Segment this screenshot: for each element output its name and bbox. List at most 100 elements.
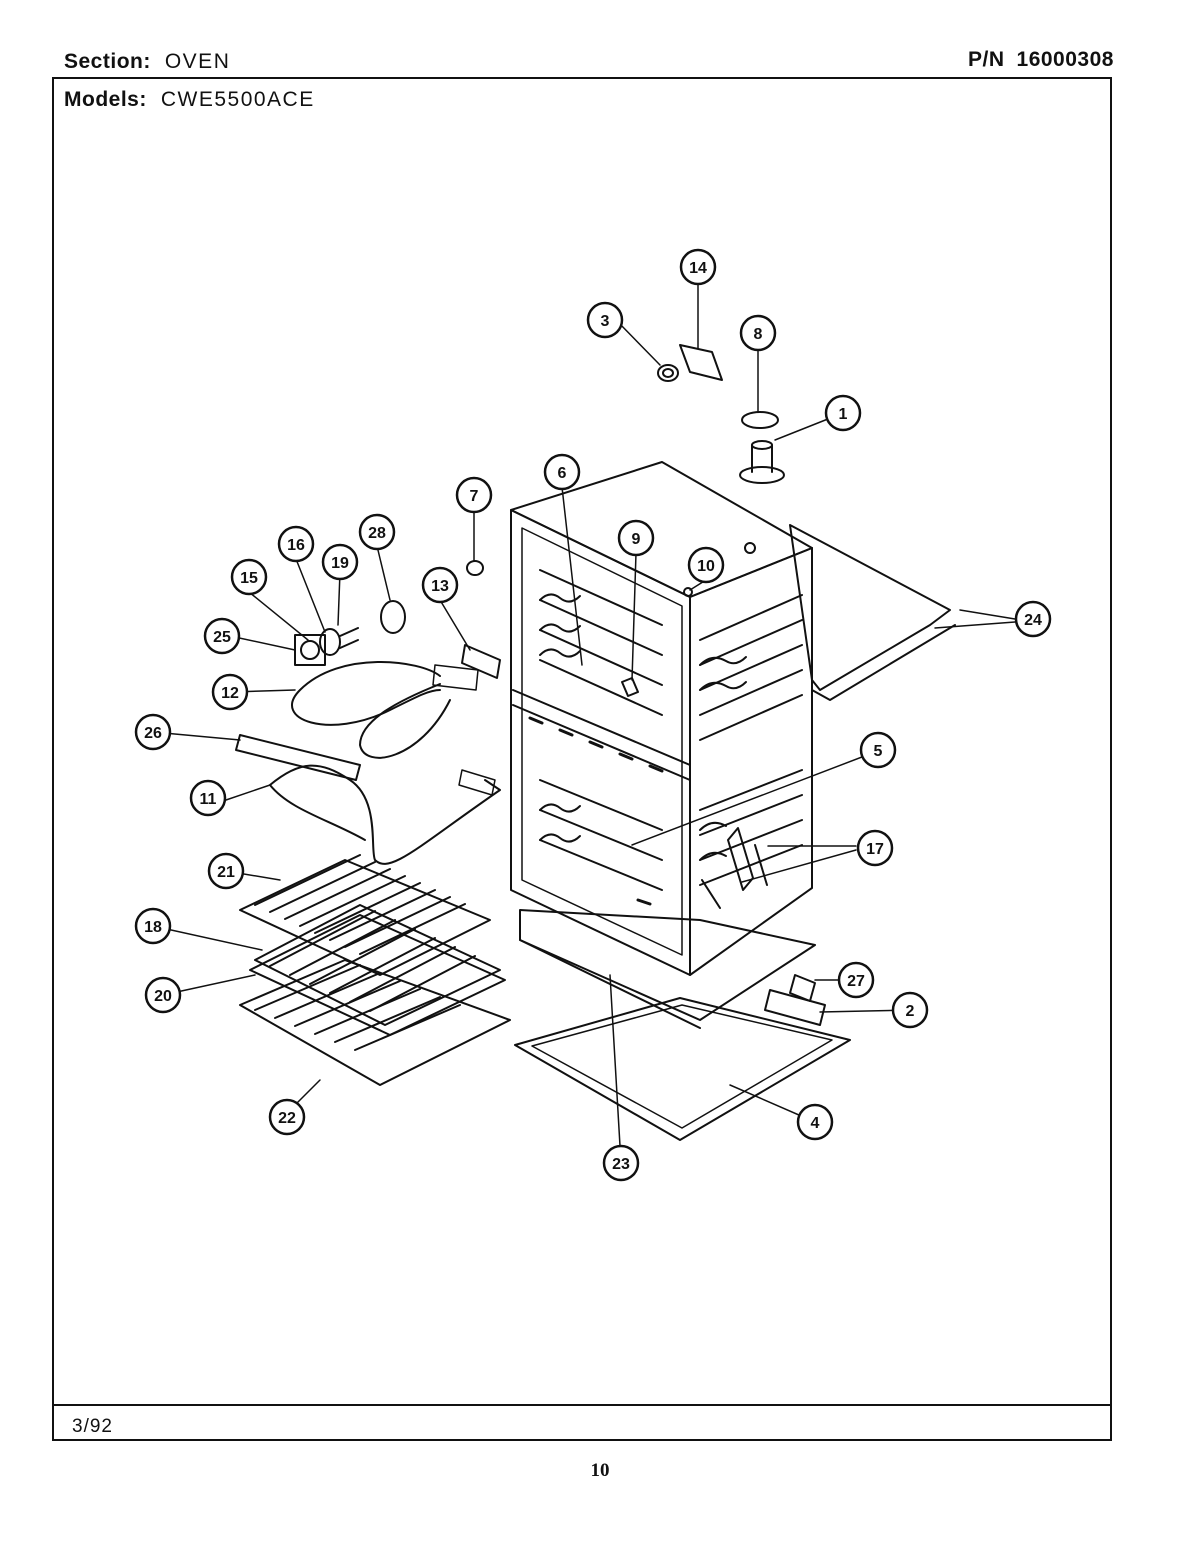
broiler-pan	[249, 914, 506, 1036]
pn-value: 16000308	[1016, 48, 1114, 71]
callout-circle	[268, 1098, 306, 1136]
leader-lines	[152, 283, 1016, 1164]
callout-circle	[824, 394, 862, 432]
callout-20: 20	[144, 976, 182, 1014]
callout-circle	[796, 1103, 834, 1141]
callout-16: 16	[277, 525, 315, 563]
convection-part	[701, 827, 768, 909]
callout-label: 10	[697, 558, 715, 575]
callout-circle	[134, 907, 172, 945]
callout-label: 19	[331, 555, 349, 572]
callout-24: 24	[1014, 600, 1052, 638]
callout-label: 20	[154, 988, 172, 1005]
latch-knob	[657, 364, 679, 382]
callout-circle	[543, 453, 581, 491]
callout-21: 21	[207, 852, 245, 890]
gasket-ring	[741, 411, 779, 429]
callout-5: 5	[859, 731, 897, 769]
lower-rack	[239, 959, 511, 1086]
callout-13: 13	[421, 566, 459, 604]
callout-label: 15	[240, 570, 258, 587]
callout-label: 5	[874, 743, 883, 760]
callout-circle	[739, 314, 777, 352]
callout-label: 25	[213, 629, 231, 646]
page-number: 10	[590, 1460, 610, 1481]
callout-17: 17	[856, 829, 894, 867]
callout-label: 7	[470, 488, 479, 505]
callout-circle	[1014, 600, 1052, 638]
retainer-clip	[789, 974, 816, 1002]
terminal-block	[461, 644, 501, 679]
bottom-panel	[519, 909, 816, 1029]
callout-label: 3	[601, 313, 610, 330]
callout-label: 14	[689, 260, 707, 277]
callout-circle	[211, 673, 249, 711]
callout-label: 16	[287, 537, 305, 554]
callout-circle	[277, 525, 315, 563]
callout-1: 1	[824, 394, 862, 432]
vent-tube	[739, 440, 785, 484]
callout-label: 6	[558, 465, 567, 482]
callout-22: 22	[268, 1098, 306, 1136]
section-value: OVEN	[164, 50, 231, 73]
callout-circle	[189, 779, 227, 817]
callout-18: 18	[134, 907, 172, 945]
callout-4: 4	[796, 1103, 834, 1141]
callout-circle	[358, 513, 396, 551]
callout-circle	[859, 731, 897, 769]
light-socket	[621, 677, 639, 697]
callout-19: 19	[321, 543, 359, 581]
callout-23: 23	[602, 1144, 640, 1182]
callout-label: 27	[847, 973, 865, 990]
callout-circle	[203, 617, 241, 655]
callout-26: 26	[134, 713, 172, 751]
callout-circle	[856, 829, 894, 867]
callout-15: 15	[230, 558, 268, 596]
callout-label: 4	[811, 1115, 820, 1132]
callout-7: 7	[455, 476, 493, 514]
callout-27: 27	[837, 961, 875, 999]
models-heading: Models: CWE5500ACE	[64, 88, 315, 112]
callout-25: 25	[203, 617, 241, 655]
callout-9: 9	[617, 519, 655, 557]
section-heading: Section:OVEN	[64, 50, 230, 74]
callout-2: 2	[891, 991, 929, 1029]
callout-group: 1234567891011121314151617181920212223242…	[134, 248, 1052, 1182]
hole-plug	[466, 560, 484, 576]
callout-circle	[602, 1144, 640, 1182]
frame-screw	[683, 587, 693, 597]
callout-10: 10	[687, 546, 725, 584]
callout-circle	[891, 991, 929, 1029]
callout-circle	[207, 852, 245, 890]
callout-circle	[421, 566, 459, 604]
broiler-grid	[254, 904, 501, 1026]
callout-circle	[679, 248, 717, 286]
callout-circle	[144, 976, 182, 1014]
callout-label: 26	[144, 725, 162, 742]
callout-label: 13	[431, 578, 449, 595]
oven-cavity-frame	[510, 461, 813, 976]
callout-label: 12	[221, 685, 239, 702]
callout-circle	[617, 519, 655, 557]
models-value: CWE5500ACE	[160, 88, 315, 111]
callout-circle	[230, 558, 268, 596]
sensor-assembly	[294, 627, 359, 666]
callout-label: 11	[200, 791, 217, 808]
callout-circle	[837, 961, 875, 999]
models-label: Models:	[64, 88, 147, 111]
callout-11: 11	[189, 779, 227, 817]
broil-element	[291, 661, 441, 726]
lock-bracket	[679, 344, 723, 381]
callout-3: 3	[586, 301, 624, 339]
callout-8: 8	[739, 314, 777, 352]
footer-divider	[52, 1404, 1112, 1406]
callout-label: 18	[144, 919, 162, 936]
sensor-gasket	[380, 600, 406, 634]
revision-date: 3/92	[72, 1416, 113, 1437]
oven-bottom	[514, 997, 851, 1141]
callout-14: 14	[679, 248, 717, 286]
callout-label: 8	[754, 326, 763, 343]
element-shield	[235, 734, 361, 781]
